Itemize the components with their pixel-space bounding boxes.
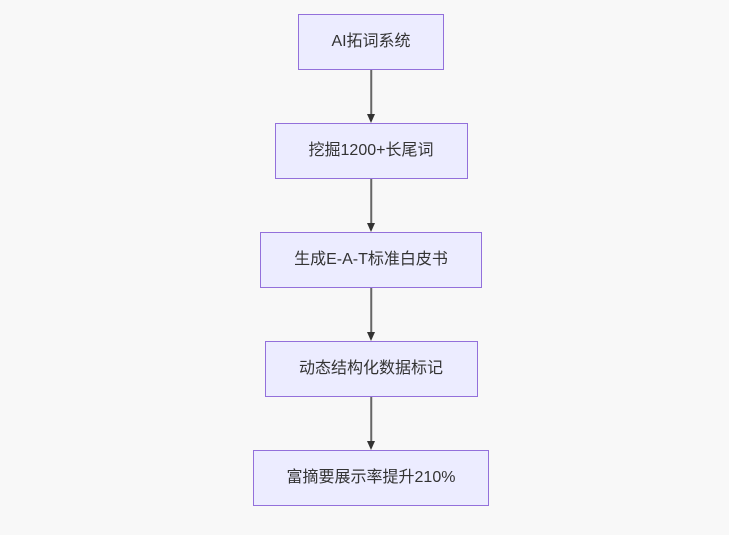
- edge-line: [370, 288, 372, 333]
- edge-connector-2: [365, 179, 377, 232]
- flow-node-longtail-mining: 挖掘1200+长尾词: [274, 123, 468, 179]
- flow-node-eat-whitepaper: 生成E-A-T标准白皮书: [260, 232, 482, 288]
- edge-line: [370, 70, 372, 115]
- edge-connector-4: [365, 397, 377, 450]
- arrowhead-down-icon: [367, 441, 375, 450]
- flow-node-rich-snippet-result: 富摘要展示率提升210%: [253, 450, 489, 506]
- flowchart-column: AI拓词系统 挖掘1200+长尾词 生成E-A-T标准白皮书 动态结构化数据标记…: [253, 14, 489, 506]
- edge-connector-3: [365, 288, 377, 341]
- flow-node-ai-keyword-system: AI拓词系统: [298, 14, 444, 70]
- flow-node-structured-data-markup: 动态结构化数据标记: [264, 341, 478, 397]
- arrowhead-down-icon: [367, 223, 375, 232]
- edge-connector-1: [365, 70, 377, 123]
- edge-line: [370, 179, 372, 224]
- edge-line: [370, 397, 372, 442]
- arrowhead-down-icon: [367, 332, 375, 341]
- arrowhead-down-icon: [367, 114, 375, 123]
